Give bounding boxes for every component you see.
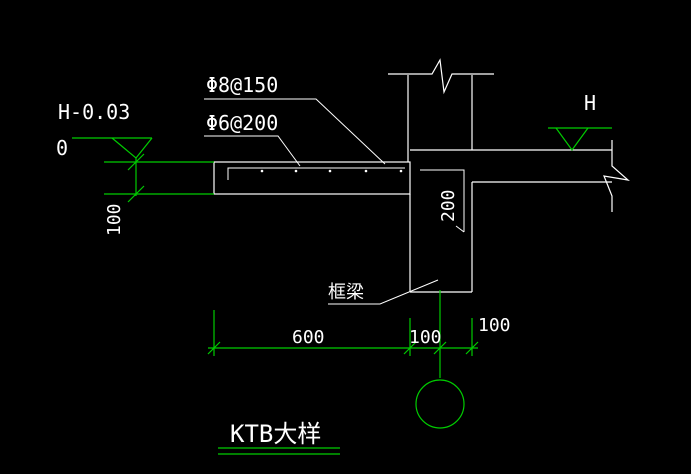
slab-thickness-label: 100 bbox=[104, 203, 125, 236]
dim-100-label-b: 100 bbox=[478, 315, 511, 336]
beam-name-label: 框梁 bbox=[328, 282, 364, 303]
cantilever-slab bbox=[213, 161, 411, 195]
dimension-lines bbox=[72, 127, 612, 455]
level-left-label-2: 0 bbox=[56, 136, 68, 160]
beam-dimension-label: 200 bbox=[438, 189, 459, 222]
dim-600-label: 600 bbox=[292, 327, 325, 348]
rebar-dist-label: Φ6@200 bbox=[206, 111, 278, 135]
structure-lines bbox=[213, 75, 612, 293]
rebar-dots bbox=[260, 169, 403, 173]
axis-bubble-icon bbox=[415, 379, 465, 429]
break-line-icon bbox=[388, 58, 494, 95]
rebar-lines bbox=[227, 167, 465, 233]
level-left-label: H-0.03 bbox=[58, 100, 130, 124]
drawing-title: KTB大样 bbox=[230, 420, 321, 448]
rebar-top-label: Φ8@150 bbox=[206, 73, 278, 97]
leader-lines bbox=[204, 98, 439, 305]
dim-100-label-a: 100 bbox=[409, 327, 442, 348]
level-right-label: H bbox=[584, 91, 596, 115]
break-line-icon bbox=[603, 140, 630, 212]
